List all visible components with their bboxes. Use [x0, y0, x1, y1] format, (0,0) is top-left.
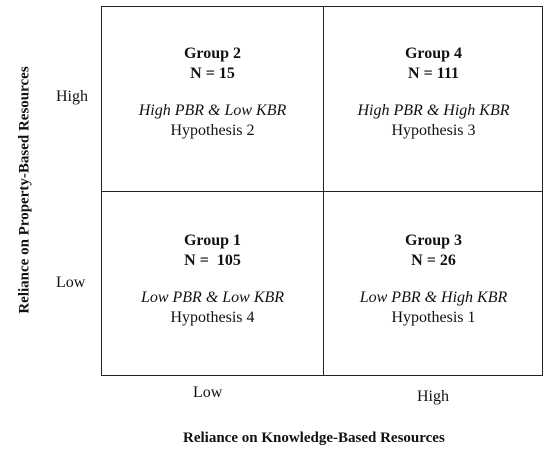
- group-title: Group 1: [183, 232, 242, 249]
- group-hypothesis: Hypothesis 2: [170, 122, 255, 139]
- quadrant-top-right: Group 4 N = 111 High PBR & High KBR Hypo…: [323, 44, 544, 141]
- quadrant-bottom-left: Group 1 N = 105 Low PBR & Low KBR Hypoth…: [102, 231, 323, 328]
- group-hypothesis: Hypothesis 1: [391, 309, 476, 326]
- x-tick-high: High: [417, 388, 449, 405]
- group-count: N = 105: [184, 252, 241, 269]
- group-title: Group 2: [183, 45, 242, 62]
- quadrant-grid: Group 2 N = 15 High PBR & Low KBR Hypoth…: [101, 6, 543, 376]
- group-count: N = 15: [190, 65, 235, 82]
- x-tick-low: Low: [193, 384, 223, 401]
- quadrant-bottom-right: Group 3 N = 26 Low PBR & High KBR Hypoth…: [323, 231, 544, 328]
- y-axis-label: Reliance on Property-Based Resources: [16, 66, 33, 314]
- group-description: Low PBR & High KBR: [359, 289, 508, 306]
- quadrant-top-left: Group 2 N = 15 High PBR & Low KBR Hypoth…: [102, 44, 323, 141]
- group-count: N = 111: [408, 65, 459, 82]
- x-axis-label: Reliance on Knowledge-Based Resources: [183, 430, 445, 446]
- group-description: High PBR & Low KBR: [138, 102, 287, 119]
- group-title: Group 4: [404, 45, 463, 62]
- group-hypothesis: Hypothesis 4: [170, 309, 255, 326]
- group-count: N = 26: [411, 252, 456, 269]
- group-description: High PBR & High KBR: [357, 102, 510, 119]
- group-title: Group 3: [404, 232, 463, 249]
- horizontal-divider: [102, 191, 542, 192]
- y-tick-high: High: [56, 88, 88, 105]
- group-hypothesis: Hypothesis 3: [391, 122, 476, 139]
- y-tick-low: Low: [56, 274, 86, 291]
- group-description: Low PBR & Low KBR: [140, 289, 285, 306]
